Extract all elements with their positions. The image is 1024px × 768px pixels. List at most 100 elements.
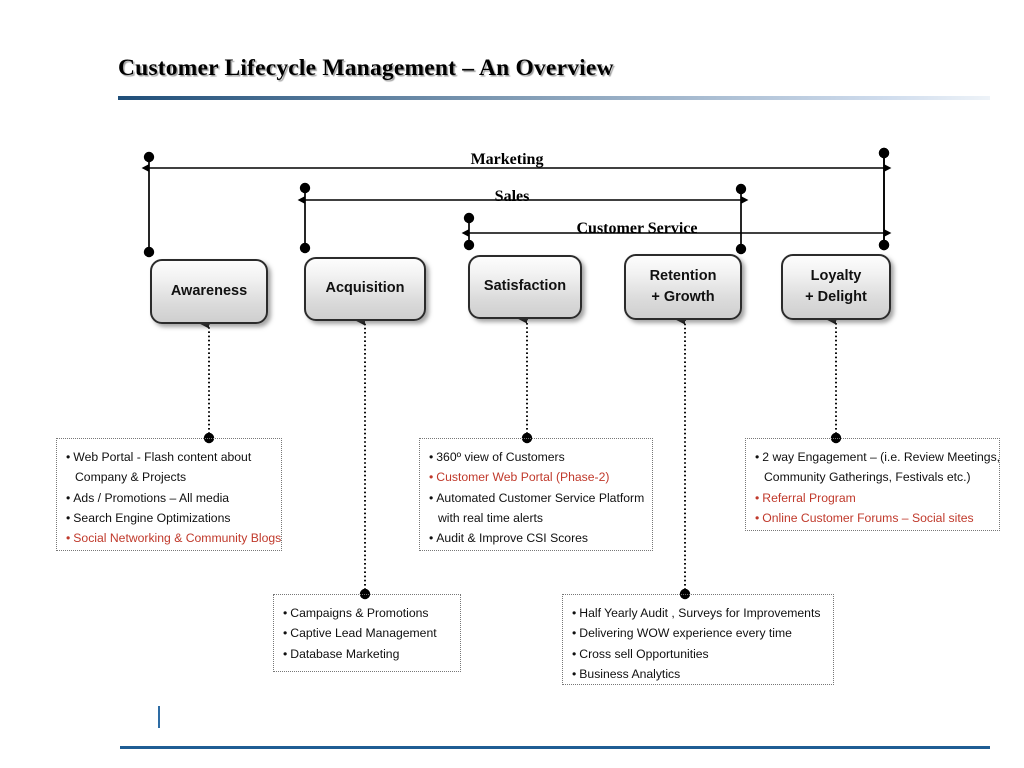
callout-bullet-text: Campaigns & Promotions	[290, 606, 429, 620]
callout-bullet: •Company & Projects	[66, 467, 272, 487]
callout-connector	[827, 315, 842, 444]
callout-bullet: •with real time alerts	[429, 508, 643, 528]
callout-bullet: •Community Gatherings, Festivals etc.)	[755, 467, 990, 487]
bullet-icon: •	[283, 606, 288, 620]
callout-list: •Web Portal - Flash content about•Compan…	[66, 447, 281, 548]
callout-bullet: •Automated Customer Service Platform	[429, 488, 645, 508]
span-bracket	[297, 182, 749, 255]
stage-box-line: + Growth	[651, 289, 715, 305]
callout-list: •Half Yearly Audit , Surveys for Improve…	[572, 603, 824, 684]
stage-box-line: Loyalty	[810, 267, 862, 284]
bullet-icon: •	[429, 531, 434, 545]
bullet-icon: •	[572, 626, 577, 641]
callout-bullet: •Half Yearly Audit , Surveys for Improve…	[572, 603, 824, 623]
acquisition-callout: •Campaigns & Promotions•Captive Lead Man…	[273, 594, 461, 672]
bullet-icon: •	[66, 450, 71, 464]
bullet-icon: •	[283, 626, 288, 641]
stage-box-line: Satisfaction	[483, 278, 567, 295]
stage-box-label: Retention + Growth	[650, 266, 717, 308]
bullet-icon: •	[66, 531, 71, 545]
callout-bullet-text: Database Marketing	[290, 646, 400, 661]
callout-bullet: •Referral Program	[755, 488, 990, 508]
stage-box-awareness[interactable]: Awareness	[150, 259, 268, 324]
loyalty-callout: •2 way Engagement – (i.e. Review Meeting…	[745, 438, 1000, 531]
page-title: Customer Lifecycle Management – An Overv…	[118, 55, 614, 81]
callout-bullet: •Business Analytics	[572, 664, 824, 684]
bullet-icon: •	[755, 490, 760, 505]
stage-box-line: + Delight	[805, 289, 867, 305]
callout-bullet-text: 2 way Engagement – (i.e. Review Meetings…	[762, 450, 1001, 464]
bullet-icon: •	[283, 646, 288, 661]
callout-bullet: •Customer Web Portal (Phase-2)	[429, 467, 643, 487]
callout-list: •2 way Engagement – (i.e. Review Meeting…	[755, 447, 1000, 528]
bullet-icon: •	[429, 490, 434, 505]
stage-box-line: Awareness	[170, 282, 248, 299]
callout-bullet-text: Referral Program	[762, 490, 856, 505]
callout-bullet-text: Captive Lead Management	[290, 626, 437, 641]
callout-bullet: •Online Customer Forums – Social sites	[755, 508, 990, 528]
callout-bullet: •Captive Lead Management	[283, 623, 451, 643]
span-label-customer-service: Customer Service	[576, 220, 698, 237]
retention-callout: •Half Yearly Audit , Surveys for Improve…	[562, 594, 834, 685]
callout-connector	[676, 315, 691, 600]
callout-connector	[356, 316, 371, 600]
bullet-icon: •	[755, 450, 760, 464]
stage-box-label: Acquisition	[326, 278, 405, 299]
callout-bullet: •Social Networking & Community Blogs	[66, 528, 281, 548]
callout-bullet-text: Social Networking & Community Blogs	[73, 531, 282, 545]
bullet-icon: •	[755, 510, 760, 525]
stage-box-retention[interactable]: Retention + Growth	[624, 254, 742, 320]
callout-list: •360º view of Customers•Customer Web Por…	[429, 447, 645, 548]
callout-bullet-text: Community Gatherings, Festivals etc.)	[764, 470, 971, 485]
callout-bullet-text: Automated Customer Service Platform	[436, 490, 645, 505]
bullet-icon: •	[429, 450, 434, 464]
callout-bullet: •360º view of Customers	[429, 447, 643, 467]
callout-bullet-text: Audit & Improve CSI Scores	[436, 531, 589, 545]
callout-bullet: •Database Marketing	[283, 644, 451, 664]
title-divider	[118, 96, 990, 100]
callout-bullet: •Delivering WOW experience every time	[572, 623, 824, 643]
stage-box-loyalty[interactable]: Loyalty + Delight	[781, 254, 891, 320]
callout-connector	[518, 314, 533, 444]
stage-box-acquisition[interactable]: Acquisition	[304, 257, 426, 321]
bullet-icon: •	[429, 470, 434, 485]
span-label-marketing: Marketing	[470, 151, 544, 168]
callout-bullet-text: with real time alerts	[438, 510, 543, 525]
callout-bullet-text: Customer Web Portal (Phase-2)	[436, 470, 610, 485]
callout-bullet: •Web Portal - Flash content about	[66, 447, 272, 467]
bullet-icon: •	[572, 666, 577, 681]
callout-bullet-text: 360º view of Customers	[436, 450, 565, 464]
bullet-icon: •	[66, 490, 71, 505]
bullet-icon: •	[66, 510, 71, 525]
awareness-callout: •Web Portal - Flash content about•Compan…	[56, 438, 282, 551]
stage-box-satisfaction[interactable]: Satisfaction	[468, 255, 582, 319]
satisfaction-callout: •360º view of Customers•Customer Web Por…	[419, 438, 653, 551]
callout-bullet-text: Business Analytics	[579, 666, 681, 681]
callout-bullet: •2 way Engagement – (i.e. Review Meeting…	[755, 447, 1000, 467]
callout-bullet-text: Cross sell Opportunities	[579, 646, 709, 661]
stage-box-label: Loyalty + Delight	[805, 266, 867, 308]
callout-bullet-text: Delivering WOW experience every time	[579, 626, 792, 641]
callout-bullet: •Cross sell Opportunities	[572, 644, 824, 664]
stage-box-line: Retention	[649, 267, 717, 284]
callout-bullet: •Search Engine Optimizations	[66, 508, 272, 528]
callout-bullet: •Campaigns & Promotions	[283, 603, 451, 623]
stage-box-label: Satisfaction	[484, 276, 566, 297]
callout-bullet-text: Online Customer Forums – Social sites	[762, 510, 974, 525]
callout-list: •Campaigns & Promotions•Captive Lead Man…	[283, 603, 451, 664]
callout-bullet-text: Web Portal - Flash content about	[73, 450, 252, 464]
callout-bullet-text: Ads / Promotions – All media	[73, 490, 230, 505]
callout-bullet-text: Search Engine Optimizations	[73, 510, 231, 525]
callout-bullet: •Ads / Promotions – All media	[66, 488, 272, 508]
span-bracket	[461, 147, 892, 251]
callout-bullet-text: Half Yearly Audit , Surveys for Improvem…	[579, 606, 821, 620]
callout-bullet: •Audit & Improve CSI Scores	[429, 528, 643, 548]
callout-connector	[200, 319, 215, 444]
footer-tick-mark	[158, 706, 160, 728]
stage-box-line: Acquisition	[325, 280, 405, 297]
footer-divider	[120, 746, 990, 749]
bullet-icon: •	[572, 606, 577, 620]
